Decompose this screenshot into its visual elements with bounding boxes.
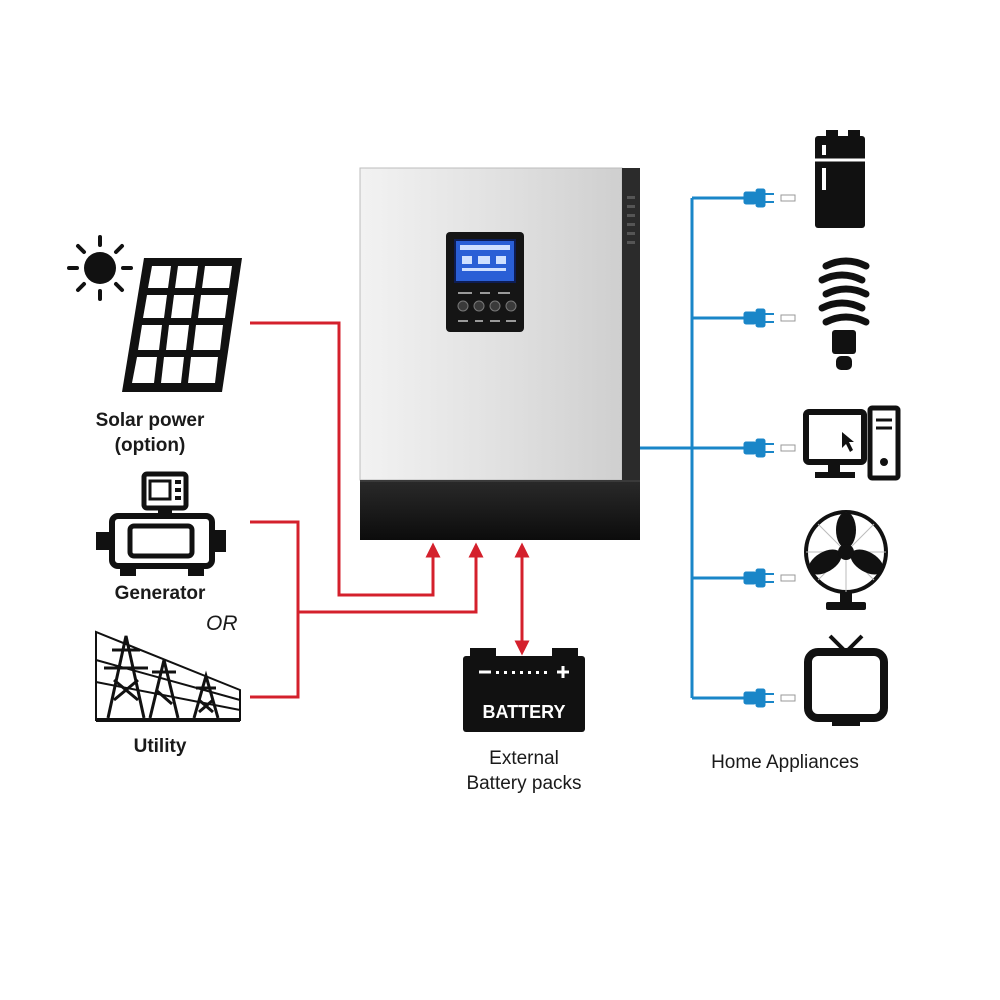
generator-label: Generator — [114, 583, 206, 604]
plug-icon — [743, 438, 796, 458]
battery-icon: BATTERY — [463, 648, 585, 732]
plug-icon — [743, 188, 796, 208]
generator-wire — [250, 520, 300, 699]
computer-icon — [803, 405, 901, 481]
battery-caption: External Battery packs — [434, 746, 614, 796]
battery-label: BATTERY — [483, 702, 566, 722]
solar-wire — [250, 321, 441, 597]
or-label: OR — [206, 612, 238, 635]
utility-icon — [95, 630, 241, 722]
home-appliances-label: Home Appliances — [711, 752, 859, 773]
plug-icon — [743, 308, 796, 328]
tv-icon — [804, 634, 888, 726]
solar-power-label: Solar power (option) — [70, 408, 230, 458]
plugs — [743, 188, 796, 708]
fan-icon — [804, 510, 888, 610]
output-wires — [640, 196, 744, 700]
light-bulb-icon — [818, 257, 870, 370]
plug-icon — [743, 568, 796, 588]
button-up — [473, 300, 485, 312]
battery-caption-line2: Battery packs — [466, 773, 582, 794]
solar-label-line2: (option) — [114, 435, 186, 456]
refrigerator-icon — [815, 130, 865, 228]
inverter-unit — [359, 167, 640, 540]
button-down — [489, 300, 501, 312]
generator-icon — [96, 471, 226, 576]
button-esc — [457, 300, 469, 312]
utility-wire — [298, 542, 484, 614]
plug-icon — [743, 688, 796, 708]
solar-panel-icon — [122, 258, 242, 392]
utility-label: Utility — [133, 736, 187, 757]
battery-caption-line1: External — [489, 748, 559, 769]
button-enter — [505, 300, 517, 312]
input-wires — [250, 321, 530, 699]
sun-icon — [67, 235, 133, 301]
solar-label-line1: Solar power — [95, 410, 205, 431]
